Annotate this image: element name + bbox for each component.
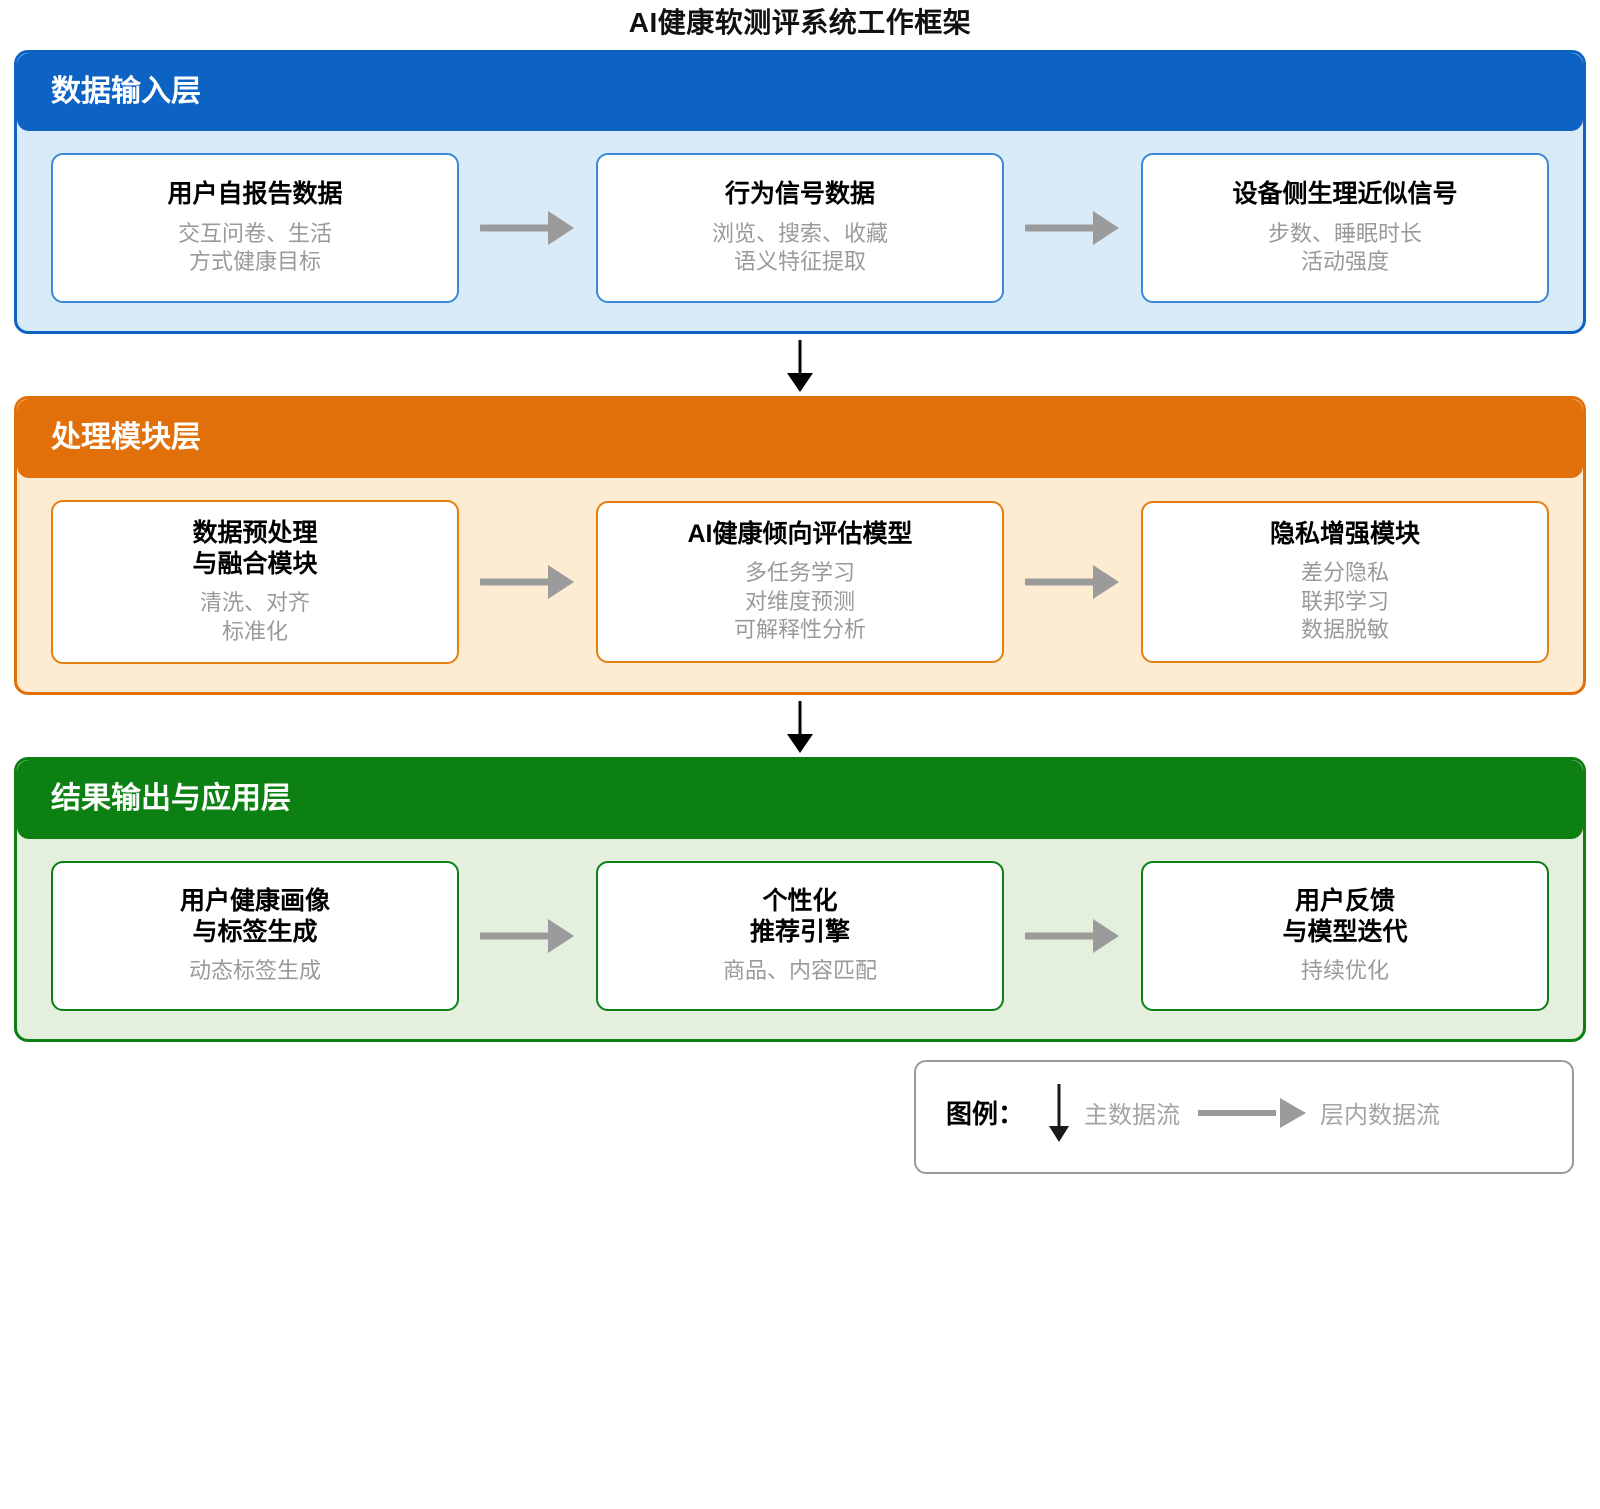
layer-body-processing: 数据预处理 与融合模块 清洗、对齐 标准化 AI健康倾向评估模型 多任务学习 对… [17,478,1583,693]
down-arrow-icon [787,701,813,754]
node-subtitle: 商品、内容匹配 [722,958,877,984]
node-privacy-enhancement[interactable]: 隐私增强模块 差分隐私 联邦学习 数据脱敏 [1141,500,1549,663]
node-title: 用户反馈 与模型迭代 [1282,886,1408,946]
right-arrow-icon [1021,564,1125,599]
legend-intra-flow-text: 层内数据流 [1320,1102,1441,1130]
right-arrow-icon [1198,1097,1307,1128]
layer-header-processing: 处理模块层 [17,399,1583,478]
node-title: 隐私增强模块 [1269,519,1420,548]
node-user-feedback-iteration[interactable]: 用户反馈 与模型迭代 持续优化 [1141,860,1549,1011]
legend-label: 图例： [946,1099,1025,1130]
legend-item-intra-flow: 层内数据流 [1198,1095,1440,1130]
down-arrow-icon [787,340,813,393]
right-arrow-icon [476,211,580,246]
node-recommendation-engine[interactable]: 个性化 推荐引擎 商品、内容匹配 [596,860,1004,1011]
node-title: 用户自报告数据 [167,180,343,209]
layer-processing: 处理模块层 数据预处理 与融合模块 清洗、对齐 标准化 AI健康倾向评估模型 多… [14,396,1586,696]
right-arrow-icon [1021,211,1125,246]
legend-row: 图例： 主数据流 层内数据流 [0,1042,1600,1174]
node-title: AI健康倾向评估模型 [687,519,913,548]
right-arrow-icon [1021,918,1125,953]
legend-item-main-flow: 主数据流 [1048,1083,1181,1142]
node-subtitle: 差分隐私 联邦学习 数据脱敏 [1300,560,1389,643]
layer-body-output: 用户健康画像 与标签生成 动态标签生成 个性化 推荐引擎 商品、内容匹配 用户反… [17,839,1583,1039]
node-behavior-signal[interactable]: 行为信号数据 浏览、搜索、收藏 语义特征提取 [596,153,1004,304]
layer-header-output: 结果输出与应用层 [17,760,1583,839]
node-subtitle: 动态标签生成 [188,958,321,984]
node-title: 数据预处理 与融合模块 [192,518,318,578]
node-subtitle: 持续优化 [1300,958,1389,984]
layer-data-input: 数据输入层 用户自报告数据 交互问卷、生活 方式健康目标 行为信号数据 浏览、搜… [14,49,1586,335]
node-subtitle: 浏览、搜索、收藏 语义特征提取 [711,220,888,275]
layer-body-data-input: 用户自报告数据 交互问卷、生活 方式健康目标 行为信号数据 浏览、搜索、收藏 语… [17,131,1583,331]
node-title: 用户健康画像 与标签生成 [179,886,330,946]
layer-header-data-input: 数据输入层 [17,52,1583,132]
node-subtitle: 交互问卷、生活 方式健康目标 [177,220,332,275]
node-preprocessing-fusion[interactable]: 数据预处理 与融合模块 清洗、对齐 标准化 [51,499,459,665]
node-title: 设备侧生理近似信号 [1232,180,1458,209]
main-flow-connector-2 [0,695,1600,757]
node-subtitle: 步数、睡眠时长 活动强度 [1267,220,1422,275]
node-subtitle: 多任务学习 对维度预测 可解释性分析 [733,560,866,643]
main-flow-connector-1 [0,334,1600,396]
node-health-profile[interactable]: 用户健康画像 与标签生成 动态标签生成 [51,860,459,1011]
node-title: 行为信号数据 [724,180,875,209]
layer-output: 结果输出与应用层 用户健康画像 与标签生成 动态标签生成 个性化 推荐引擎 商品… [14,757,1586,1042]
node-subtitle: 清洗、对齐 标准化 [199,590,310,644]
legend-main-flow-text: 主数据流 [1084,1102,1181,1130]
node-device-physiological[interactable]: 设备侧生理近似信号 步数、睡眠时长 活动强度 [1141,153,1549,304]
node-user-self-report[interactable]: 用户自报告数据 交互问卷、生活 方式健康目标 [51,153,459,304]
right-arrow-icon [476,564,580,599]
down-arrow-icon [1048,1083,1070,1142]
page-title: AI健康软测评系统工作框架 [628,7,972,38]
legend: 图例： 主数据流 层内数据流 [914,1059,1574,1174]
node-ai-health-model[interactable]: AI健康倾向评估模型 多任务学习 对维度预测 可解释性分析 [596,500,1004,663]
right-arrow-icon [476,918,580,953]
node-title: 个性化 推荐引擎 [749,886,850,946]
